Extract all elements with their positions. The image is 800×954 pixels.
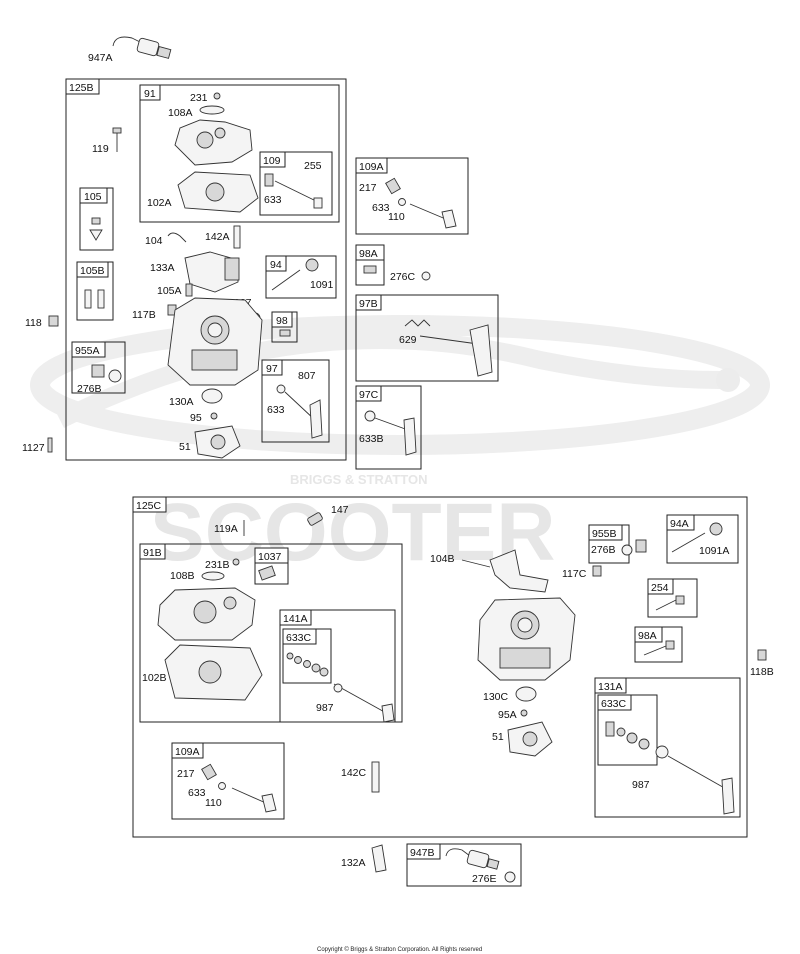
part-91-cover (174, 119, 253, 166)
label-51-b: 51 (492, 731, 504, 743)
box-1037-label: 1037 (258, 551, 282, 563)
box-98a-top-label: 98A (359, 248, 378, 260)
label-102a: 102A (147, 197, 172, 209)
box-105-label: 105 (84, 191, 102, 203)
label-108a: 108A (168, 107, 193, 119)
label-633-a: 633 (372, 202, 390, 214)
label-95a: 95A (498, 709, 517, 721)
label-104b: 104B (430, 553, 455, 565)
label-276b-a: 276B (77, 383, 102, 395)
label-51-a: 51 (179, 441, 191, 453)
label-118b: 118B (750, 666, 774, 678)
box-131a (594, 677, 741, 818)
box-109a-top-label: 109A (359, 161, 384, 173)
box-91b (139, 543, 403, 723)
label-119a: 119A (214, 523, 238, 535)
box-91-label: 91 (144, 88, 156, 100)
watermark: BRIGGS & STRATTON SCOOTER (30, 315, 770, 578)
box-94-label: 94 (270, 259, 282, 271)
box-98a-bottom-label: 98A (638, 630, 657, 642)
label-633-109: 633 (264, 194, 282, 206)
box-125c (132, 496, 748, 838)
box-91b-label: 91B (143, 547, 162, 559)
label-1127: 1127 (22, 442, 45, 454)
box-131a-label: 131A (598, 681, 623, 693)
box-141a-label: 141A (283, 613, 308, 625)
label-133a: 133A (150, 262, 175, 274)
label-110-b: 110 (205, 797, 222, 809)
watermark-word: SCOOTER (150, 487, 555, 578)
label-142c: 142C (341, 767, 367, 779)
label-104: 104 (145, 235, 163, 247)
label-102b: 102B (142, 672, 167, 684)
label-117c: 117C (562, 568, 587, 580)
part-947a (112, 36, 172, 59)
box-105b-label: 105B (80, 265, 105, 277)
label-118: 118 (25, 317, 42, 329)
label-231: 231 (190, 92, 208, 104)
label-105a: 105A (157, 285, 182, 297)
box-955b-label: 955B (592, 528, 617, 540)
label-633-b: 633 (188, 787, 206, 799)
box-633c-a-label: 633C (286, 632, 312, 644)
label-130a: 130A (169, 396, 194, 408)
label-217-a: 217 (359, 182, 377, 194)
box-141a (279, 609, 396, 723)
label-633b: 633B (359, 433, 384, 445)
box-98-label: 98 (276, 315, 288, 327)
label-276e: 276E (472, 873, 497, 885)
label-276c: 276C (390, 271, 416, 283)
label-255: 255 (304, 160, 322, 172)
box-91 (139, 84, 340, 223)
label-807: 807 (298, 370, 316, 382)
part-104b-lever (489, 549, 549, 593)
box-125c-label: 125C (136, 500, 162, 512)
label-95: 95 (190, 412, 202, 424)
box-109-label: 109 (263, 155, 281, 167)
box-955a-label: 955A (75, 345, 100, 357)
label-1091a: 1091A (699, 545, 729, 557)
box-94a-label: 94A (670, 518, 689, 530)
label-147: 147 (331, 504, 349, 516)
label-629: 629 (399, 334, 417, 346)
box-97c (355, 385, 422, 470)
box-633c-b-label: 633C (601, 698, 627, 710)
label-987-b: 987 (632, 779, 650, 791)
label-231b: 231B (205, 559, 230, 571)
box-109a-bottom (171, 742, 285, 820)
label-119: 119 (92, 143, 109, 155)
label-132a: 132A (341, 857, 366, 869)
box-97b-label: 97B (359, 298, 378, 310)
box-947b (406, 843, 522, 887)
box-109 (259, 151, 333, 216)
label-633-97: 633 (267, 404, 285, 416)
label-142a: 142A (205, 231, 230, 243)
box-94 (265, 255, 337, 299)
box-109a-top (355, 157, 469, 235)
box-94a (666, 514, 739, 564)
label-947a: 947A (88, 52, 113, 64)
label-276b-b: 276B (591, 544, 616, 556)
box-125b (65, 78, 347, 461)
label-217-b: 217 (177, 768, 195, 780)
box-97b (355, 294, 499, 382)
box-97-label: 97 (266, 363, 278, 375)
label-130c: 130C (483, 691, 509, 703)
box-97 (261, 359, 330, 443)
box-947b-label: 947B (410, 847, 435, 859)
box-125b-label: 125B (69, 82, 94, 94)
box-97c-label: 97C (359, 389, 379, 401)
label-117b: 117B (132, 309, 156, 321)
box-109a-bottom-label: 109A (175, 746, 200, 758)
copyright-notice: Copyright © Briggs & Stratton Corporatio… (317, 946, 482, 953)
label-1091: 1091 (310, 279, 334, 291)
watermark-brand: BRIGGS & STRATTON (290, 472, 427, 487)
label-987-a: 987 (316, 702, 334, 714)
box-254-label: 254 (651, 582, 669, 594)
label-108b: 108B (170, 570, 195, 582)
label-110-a: 110 (388, 211, 405, 223)
